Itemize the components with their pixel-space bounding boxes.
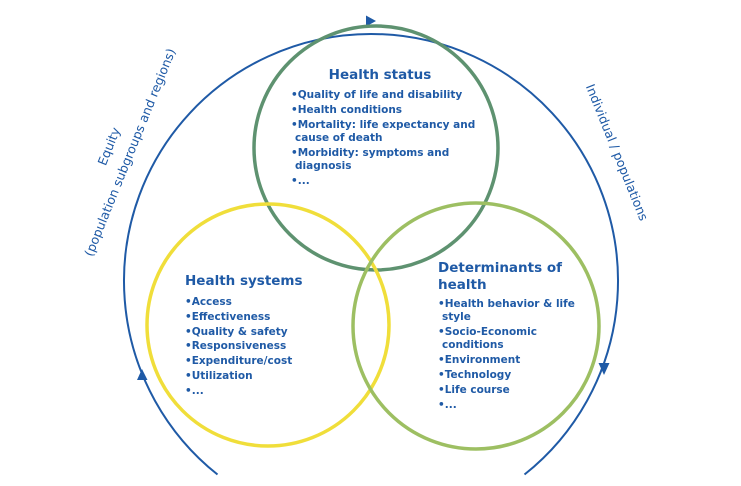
health-systems-item: •Access <box>185 296 232 308</box>
determinants-item: style <box>442 311 471 323</box>
health-status-item: •Mortality: life expectancy and <box>291 119 475 131</box>
health-systems-item: •Utilization <box>185 370 253 382</box>
individual-populations-label: Individual / populations <box>583 82 652 223</box>
determinants-item: •Health behavior & life <box>438 298 575 310</box>
determinants-item: •Life course <box>438 384 510 396</box>
health-status-item: diagnosis <box>295 160 352 172</box>
determinants-item: •Environment <box>438 354 520 366</box>
determinants-item: •Technology <box>438 369 511 381</box>
health-systems-item: •Responsiveness <box>185 340 286 352</box>
health-status-item: •Health conditions <box>291 104 402 116</box>
arrow-left-icon <box>137 369 148 380</box>
health-systems-item: •Effectiveness <box>185 311 270 323</box>
determinants-circle <box>351 201 601 451</box>
health-systems-item: •... <box>185 385 204 397</box>
determinants-item: •Socio-Economic <box>438 326 537 338</box>
health-status-item: •Quality of life and disability <box>291 89 462 101</box>
health-systems-title: Health systems <box>185 273 303 289</box>
determinants-title-line2: health <box>438 277 487 293</box>
health-status-item: cause of death <box>295 132 382 144</box>
outer-cycle-arc <box>123 32 619 476</box>
health-status-title: Health status <box>329 67 432 83</box>
health-systems-item: •Expenditure/cost <box>185 355 292 367</box>
determinants-item: conditions <box>442 339 504 351</box>
arrow-top-icon <box>366 15 376 27</box>
arrow-right-icon <box>598 363 610 375</box>
health-systems-item: •Quality & safety <box>185 326 288 338</box>
health-status-item: •Morbidity: symptoms and <box>291 147 449 159</box>
determinants-title-line1: Determinants of <box>438 260 562 276</box>
health-status-item: •... <box>291 175 310 187</box>
determinants-item: •... <box>438 399 457 411</box>
health-systems-circle <box>145 202 391 448</box>
